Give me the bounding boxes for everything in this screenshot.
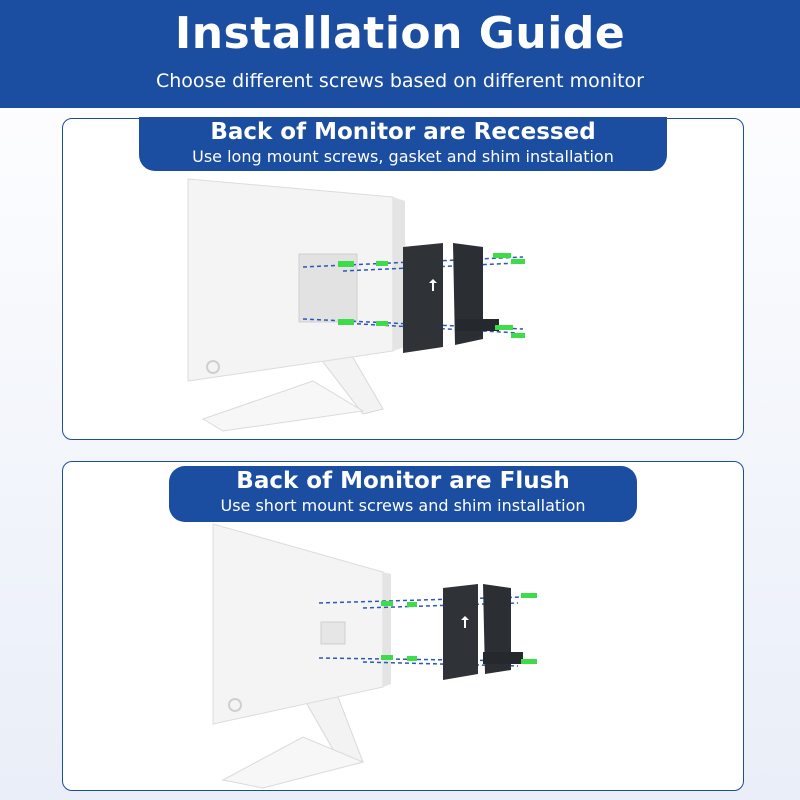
- recessed-section: Back of Monitor are Recessed Use long mo…: [62, 117, 744, 440]
- screw-icon: [338, 261, 388, 326]
- flush-section: Back of Monitor are Flush Use short moun…: [62, 461, 744, 791]
- screw-icon: [521, 593, 537, 664]
- monitor-stand-icon: [221, 696, 365, 789]
- monitor-icon: [187, 178, 405, 382]
- screw-icon: [381, 601, 417, 661]
- recessed-section-banner: Back of Monitor are Recessed Use long mo…: [139, 117, 667, 171]
- flush-section-banner: Back of Monitor are Flush Use short moun…: [169, 466, 637, 522]
- recessed-section-title: Back of Monitor are Recessed: [210, 119, 596, 145]
- flush-section-subtitle: Use short mount screws and shim installa…: [220, 496, 586, 515]
- page-title: Installation Guide: [174, 8, 626, 59]
- recessed-illustration: [187, 178, 525, 432]
- screw-icon: [493, 253, 525, 338]
- vesa-bracket-icon: [443, 584, 523, 680]
- flush-section-title: Back of Monitor are Flush: [236, 468, 570, 494]
- header-banner: Installation Guide Choose different scre…: [0, 0, 800, 108]
- vesa-bracket-icon: [403, 243, 499, 353]
- monitor-icon: [212, 523, 391, 725]
- flush-illustration: [212, 523, 537, 789]
- recessed-section-subtitle: Use long mount screws, gasket and shim i…: [192, 147, 614, 166]
- page-subtitle: Choose different screws based on differe…: [156, 70, 644, 92]
